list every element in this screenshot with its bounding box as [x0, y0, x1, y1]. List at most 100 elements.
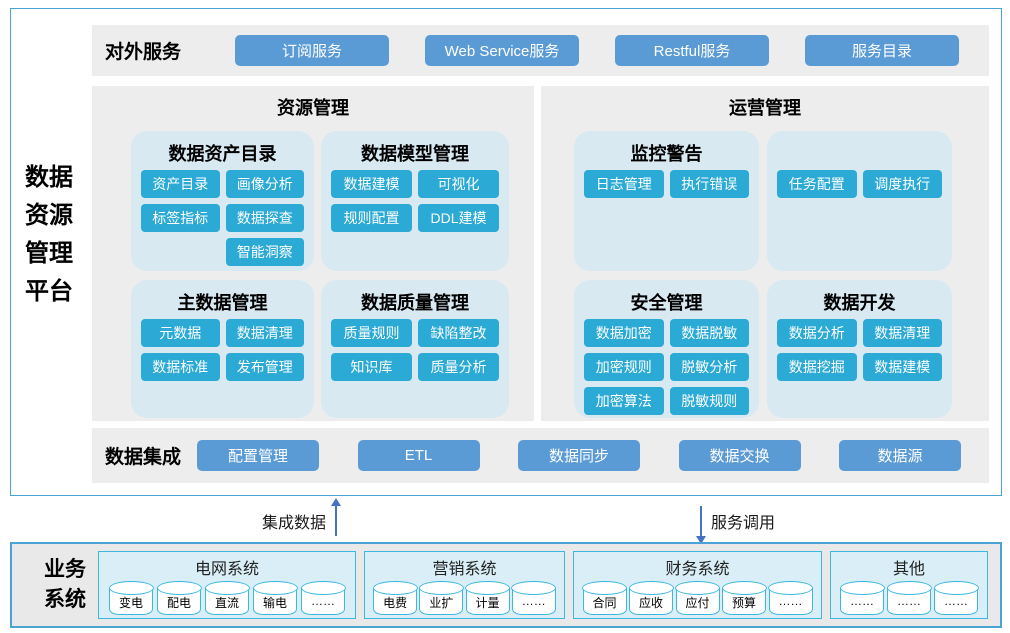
database-cylinder-icon: ……	[839, 581, 885, 615]
business-title-line: 系统	[44, 588, 86, 611]
panel-title: 数据质量管理	[361, 293, 469, 313]
database-cylinder-icon: ……	[511, 581, 557, 615]
database-label: ……	[850, 594, 874, 608]
platform-title-line: 数据	[25, 164, 73, 191]
database-label: 输电	[262, 596, 287, 610]
database-label: 计量	[475, 596, 500, 610]
grid-spacer	[141, 238, 220, 266]
module-chip: 质量分析	[418, 353, 499, 381]
panel-monitoring-alerts: 监控警告 日志管理 执行错误	[574, 131, 759, 271]
panel-title: 数据模型管理	[361, 144, 469, 164]
database-cylinder-icon: ……	[933, 581, 979, 615]
database-label: ……	[778, 594, 803, 608]
panel-title	[767, 140, 952, 166]
section-operations-management: 运营管理 监控警告 日志管理 执行错误 任务配置 调度执行 安全管理 数据加密	[541, 86, 989, 421]
module-chip: 数据加密	[584, 319, 664, 347]
panel-modules: 数据建模 可视化 规则配置 DDL建模	[331, 170, 499, 232]
database-label: ……	[311, 594, 335, 608]
database-label: 应付	[685, 596, 710, 610]
database-cylinder-icon: 应收	[628, 581, 674, 615]
panel-modules: 质量规则 缺陷整改 知识库 质量分析	[331, 319, 499, 381]
integration-button-source: 数据源	[839, 440, 961, 471]
external-services-buttons: 订阅服务 Web Service服务 Restful服务 服务目录	[235, 35, 989, 66]
module-chip: 智能洞察	[225, 238, 304, 266]
database-cylinder-icon: 变电	[108, 581, 154, 615]
business-systems-panel: 业务 系统 电网系统 变电 配电 直流 输电 …… 营销系统 电费 业扩 计量 …	[10, 542, 1002, 628]
database-label: 预算	[731, 596, 756, 610]
panel-security-management: 安全管理 数据加密 数据脱敏 加密规则 脱敏分析 加密算法 脱敏规则	[574, 280, 759, 418]
system-title: 营销系统	[432, 561, 497, 578]
system-box-other: 其他 …… …… ……	[830, 551, 988, 619]
panel-modules: 资产目录 画像分析 标签指标 数据探查 智能洞察	[141, 170, 304, 266]
panel-title: 监控警告	[630, 144, 703, 164]
platform-title-line: 管理	[25, 240, 73, 267]
database-cylinder-icon: 业扩	[418, 581, 464, 615]
module-chip: 数据标准	[141, 353, 220, 381]
database-cylinder-icon: 输电	[252, 581, 298, 615]
integration-buttons: 配置管理 ETL 数据同步 数据交换 数据源	[197, 440, 989, 471]
panel-modules: 元数据 数据清理 数据标准 发布管理	[141, 319, 304, 381]
database-label: 应收	[638, 596, 663, 610]
panel-modules: 任务配置 调度执行	[777, 170, 942, 198]
module-chip: 规则配置	[331, 204, 412, 232]
up-arrow-icon	[331, 498, 342, 536]
data-integration-row: 数据集成 配置管理 ETL 数据同步 数据交换 数据源	[92, 428, 989, 483]
database-label: 合同	[592, 596, 617, 610]
database-cylinder-icon: ……	[300, 581, 346, 615]
module-chip: 数据挖掘	[777, 353, 857, 381]
panel-modules: 日志管理 执行错误	[584, 170, 749, 198]
database-label: 配电	[166, 596, 191, 610]
service-button-webservice: Web Service服务	[425, 35, 579, 66]
database-cylinder-icon: 合同	[582, 581, 627, 615]
module-chip: 调度执行	[862, 170, 942, 198]
flow-up-label: 集成数据	[262, 515, 327, 532]
integration-button-sync: 数据同步	[518, 440, 640, 471]
database-label: 直流	[214, 596, 239, 610]
business-title-line: 业务	[44, 558, 86, 581]
module-chip: 元数据	[141, 319, 220, 347]
system-box-grid: 电网系统 变电 配电 直流 输电 ……	[98, 551, 356, 619]
module-chip: 质量规则	[331, 319, 412, 347]
integration-button-config: 配置管理	[197, 440, 319, 471]
module-chip: 标签指标	[141, 204, 220, 232]
panel-master-data: 主数据管理 元数据 数据清理 数据标准 发布管理	[131, 280, 314, 418]
service-button-catalog: 服务目录	[805, 35, 959, 66]
module-chip: 数据分析	[777, 319, 857, 347]
module-chip: 脱敏分析	[669, 353, 749, 381]
module-chip: 加密算法	[584, 387, 664, 415]
database-label: ……	[521, 594, 546, 608]
external-services-row: 对外服务 订阅服务 Web Service服务 Restful服务 服务目录	[92, 25, 989, 76]
database-cylinder-icon: ……	[886, 581, 932, 615]
database-cylinder-icon: 直流	[204, 581, 250, 615]
business-systems-title: 业务 系统	[32, 555, 98, 615]
platform-title-line: 平台	[25, 278, 73, 305]
module-chip: 可视化	[418, 170, 499, 198]
module-chip: 缺陷整改	[418, 319, 499, 347]
module-chip: 数据清理	[862, 319, 942, 347]
section-title: 运营管理	[729, 98, 801, 118]
panel-modules: 数据分析 数据清理 数据挖掘 数据建模	[777, 319, 942, 381]
database-row: 变电 配电 直流 输电 ……	[99, 581, 355, 615]
panel-title: 安全管理	[630, 293, 703, 313]
panel-quality-management: 数据质量管理 质量规则 缺陷整改 知识库 质量分析	[321, 280, 509, 418]
module-chip: 发布管理	[225, 353, 304, 381]
database-cylinder-icon: 配电	[156, 581, 202, 615]
module-chip: 知识库	[331, 353, 412, 381]
database-cylinder-icon: ……	[768, 581, 813, 615]
module-chip: 脱敏规则	[669, 387, 749, 415]
platform-container: 数据 资源 管理 平台 对外服务 订阅服务 Web Service服务 Rest…	[10, 8, 1002, 496]
database-label: 变电	[118, 596, 143, 610]
module-chip: 执行错误	[669, 170, 749, 198]
database-cylinder-icon: 计量	[465, 581, 511, 615]
panel-model-management: 数据模型管理 数据建模 可视化 规则配置 DDL建模	[321, 131, 509, 271]
section-title: 资源管理	[277, 98, 349, 118]
platform-title-line: 资源	[25, 202, 73, 229]
integration-button-exchange: 数据交换	[678, 440, 801, 471]
system-title: 电网系统	[194, 561, 259, 578]
platform-title: 数据 资源 管理 平台	[25, 159, 89, 311]
module-chip: 数据脱敏	[669, 319, 749, 347]
database-label: 电费	[383, 596, 408, 610]
module-chip: 任务配置	[777, 170, 857, 198]
module-chip: 日志管理	[584, 170, 664, 198]
